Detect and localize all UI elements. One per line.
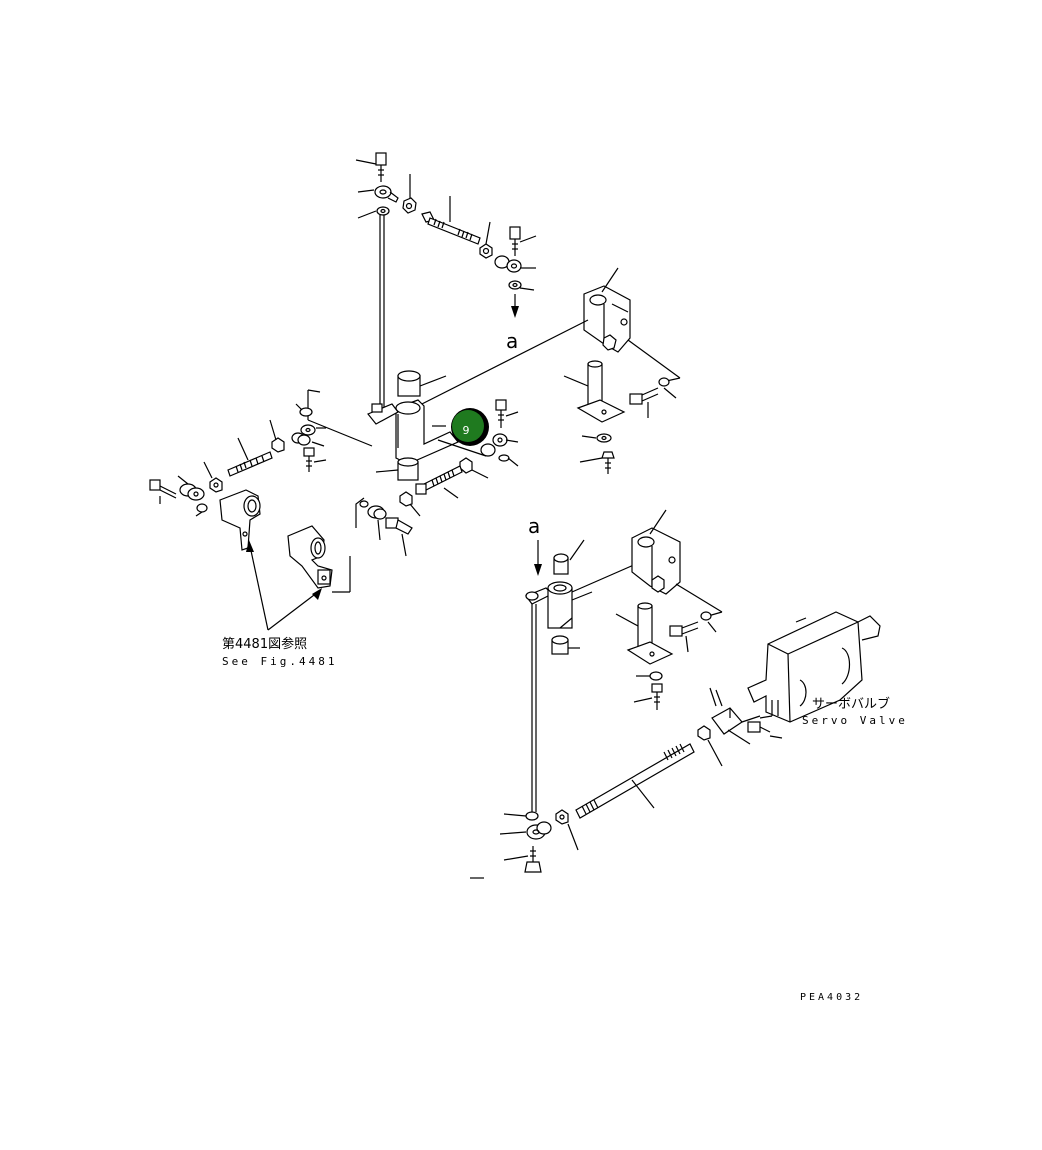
- middle-lower-parts: [355, 465, 463, 557]
- lower-lever-assembly: [525, 539, 637, 812]
- left-brackets: [219, 489, 351, 631]
- view-marker-bottom: a: [528, 514, 540, 538]
- upper-bracket: [409, 267, 681, 411]
- view-marker-top: a: [506, 329, 518, 353]
- drawing-code: PEA4032: [800, 992, 863, 1003]
- reference-label-en: See Fig.4481: [222, 655, 337, 668]
- lower-bracket: [615, 509, 723, 710]
- callout-marker-9[interactable]: 9: [451, 408, 489, 446]
- reference-label-jp: 第4481図参照: [222, 636, 307, 652]
- upper-rod-assembly: [355, 152, 537, 410]
- servo-valve-label-en: Servo Valve: [802, 714, 908, 727]
- middle-lever-assembly: [307, 370, 459, 481]
- callout-number: 9: [463, 424, 470, 437]
- upper-post: [563, 360, 677, 474]
- left-linkage: [149, 403, 327, 517]
- callout-fill: [452, 410, 484, 442]
- lower-linkage-rod: [470, 687, 783, 879]
- servo-valve-label-jp: サーボバルブ: [812, 696, 890, 712]
- servo-valve: [747, 611, 881, 723]
